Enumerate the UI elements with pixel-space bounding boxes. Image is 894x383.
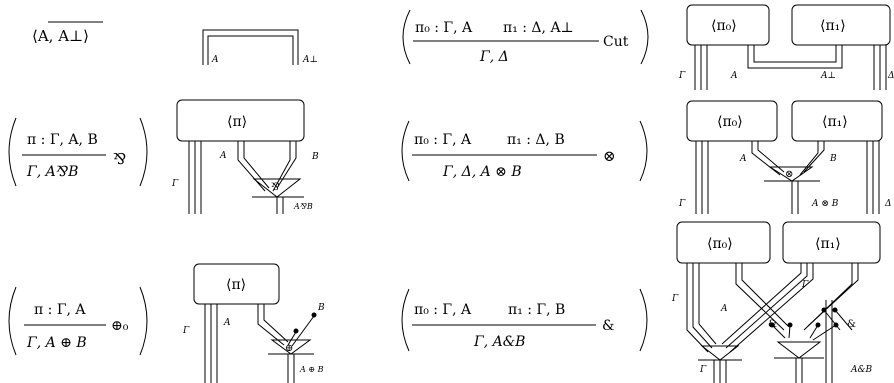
plus-angle-right <box>139 286 148 356</box>
with-conclusion: Γ, A&B <box>473 334 525 350</box>
with-rule-name: & <box>602 318 614 334</box>
par-conclusion: Γ, A⅋B <box>26 164 78 180</box>
cut-box-pi1 <box>791 4 891 46</box>
plus-conclusion: Γ, A ⊕ B <box>26 335 87 351</box>
cut-premise-right: π₁ : Δ, A⊥ <box>503 20 574 36</box>
with-angle-right <box>639 288 648 352</box>
cut-rule-name: Cut <box>603 34 629 50</box>
plus-box <box>193 263 280 305</box>
with-premise-left: π₀ : Γ, A <box>414 302 472 318</box>
plus-node-1 <box>293 328 299 334</box>
axiom-term-text: ⟨A, A⊥⟩ <box>32 27 89 45</box>
with-angle-left <box>401 288 410 352</box>
par-angle-right <box>139 117 148 187</box>
tensor-box-pi0 <box>686 100 778 142</box>
axiom-link-inner <box>207 35 294 65</box>
plus-diagram: ⟨π⟩ ⊕ Γ A B A ⊕ B <box>182 263 325 383</box>
cut-wire-a-label: A <box>730 71 738 81</box>
tensor-box-pi0-label: ⟨π₀⟩ <box>717 114 743 130</box>
tensor-diagram: ⟨π₀⟩ ⟨π₁⟩ ⊗ A B Γ A ⊗ B Δ <box>678 100 892 214</box>
tensor-rule-name: ⊗ <box>603 147 616 165</box>
par-wire-b-label: B <box>311 152 319 162</box>
par-box-label: ⟨π⟩ <box>227 114 247 130</box>
with-box-pi0-label: ⟨π₀⟩ <box>707 236 733 252</box>
with-wire-gamma-bottom-label: Γ <box>699 365 707 375</box>
with-link <box>776 341 822 359</box>
tensor-premise-left: π₀ : Γ, A <box>414 132 472 148</box>
par-link <box>252 178 302 198</box>
tensor-wire-delta-label: Δ <box>884 199 892 209</box>
par-angle-left <box>8 117 17 187</box>
axiom-wire-aperp-label: A⊥ <box>302 55 318 65</box>
with-premise-right: π₁ : Γ, B <box>508 302 565 318</box>
plus-wire-a-label: A <box>223 318 231 328</box>
plus-wire-out-label: A ⊕ B <box>299 365 324 374</box>
cut-box-pi0 <box>686 4 770 46</box>
par-rule: π : Γ, A, B ⅋ Γ, A⅋B <box>8 117 148 187</box>
par-link-symbol: ⅋ <box>271 182 280 193</box>
with-wire-out-label: A&B <box>850 365 873 375</box>
with-rule: π₀ : Γ, A π₁ : Γ, B & Γ, A&B <box>401 288 648 352</box>
tensor-wire-b-label: B <box>829 154 837 164</box>
with-wire-gamma-left-label: Γ <box>671 294 679 304</box>
cut-diagram: ⟨π₀⟩ ⟨π₁⟩ Γ A A⊥ Δ <box>678 4 894 90</box>
par-wire-gamma-label: Γ <box>171 179 179 189</box>
par-diagram: ⟨π⟩ ⅋ Γ A B A⅋B <box>171 99 319 214</box>
with-wire-gamma-top-label: Γ <box>801 280 809 290</box>
with-link-symbol-right: & <box>847 319 856 330</box>
cut-box-pi1-label: ⟨π₁⟩ <box>820 18 846 34</box>
with-contraction-link <box>700 345 740 361</box>
with-wire-a-label: A <box>720 304 728 314</box>
par-premise: π : Γ, A, B <box>27 132 98 148</box>
cut-box-pi0-label: ⟨π₀⟩ <box>711 18 737 34</box>
tensor-wire-out-label: A ⊗ B <box>811 199 839 209</box>
tensor-box-pi1 <box>791 100 883 142</box>
tensor-wire-gamma-label: Γ <box>678 199 686 209</box>
axiom-term: ⟨A, A⊥⟩ <box>32 21 103 45</box>
plus-box-label: ⟨π⟩ <box>226 277 246 293</box>
cut-wire-aperp-label: A⊥ <box>820 71 836 81</box>
cut-rule: π₀ : Γ, A π₁ : Δ, A⊥ Cut Γ, Δ <box>402 9 649 65</box>
tensor-conclusion: Γ, Δ, A ⊗ B <box>442 164 522 180</box>
plus-wire-gamma-label: Γ <box>182 326 190 336</box>
with-box-pi1-label: ⟨π₁⟩ <box>815 236 841 252</box>
cut-wire-gamma-label: Γ <box>678 71 686 81</box>
par-box <box>176 99 305 142</box>
cut-conclusion: Γ, Δ <box>479 49 509 65</box>
plus-premise: π : Γ, A <box>34 302 86 318</box>
tensor-angle-right <box>639 120 648 182</box>
axiom-link-diagram: A A⊥ <box>202 29 318 65</box>
tensor-link <box>768 166 814 182</box>
par-rule-name: ⅋ <box>113 150 126 168</box>
plus-link <box>270 339 312 355</box>
plus-node-2 <box>311 312 317 318</box>
with-diagram: ⟨π₀⟩ ⟨π₁⟩ & & <box>671 221 881 383</box>
plus-wire-b-label: B <box>317 303 325 313</box>
cut-wire-delta-label: Δ <box>887 71 894 81</box>
cut-link-inner <box>753 45 837 63</box>
plus-rule-name: ⊕₀ <box>111 318 129 334</box>
tensor-wire-a-label: A <box>739 154 747 164</box>
tensor-link-symbol: ⊗ <box>785 169 793 180</box>
tensor-angle-left <box>401 120 410 182</box>
par-wire-a-label: A <box>219 151 227 161</box>
axiom-wire-a-label: A <box>211 55 219 65</box>
cut-angle-left <box>402 9 411 65</box>
plus-link-symbol: ⊕ <box>285 343 293 354</box>
tensor-premise-right: π₁ : Δ, B <box>507 132 565 148</box>
axiom-link-outer <box>202 29 299 65</box>
cut-link-outer <box>747 45 843 69</box>
cut-angle-right <box>640 9 649 65</box>
plus-angle-left <box>8 286 17 356</box>
plus-rule: π : Γ, A ⊕₀ Γ, A ⊕ B <box>8 286 148 356</box>
with-box-pi1 <box>782 221 881 264</box>
tensor-rule: π₀ : Γ, A π₁ : Δ, B ⊗ Γ, Δ, A ⊗ B <box>401 120 648 182</box>
with-box-pi0 <box>676 221 771 264</box>
par-wire-out-label: A⅋B <box>293 202 313 211</box>
tensor-box-pi1-label: ⟨π₁⟩ <box>822 114 848 130</box>
cut-premise-left: π₀ : Γ, A <box>415 20 473 36</box>
